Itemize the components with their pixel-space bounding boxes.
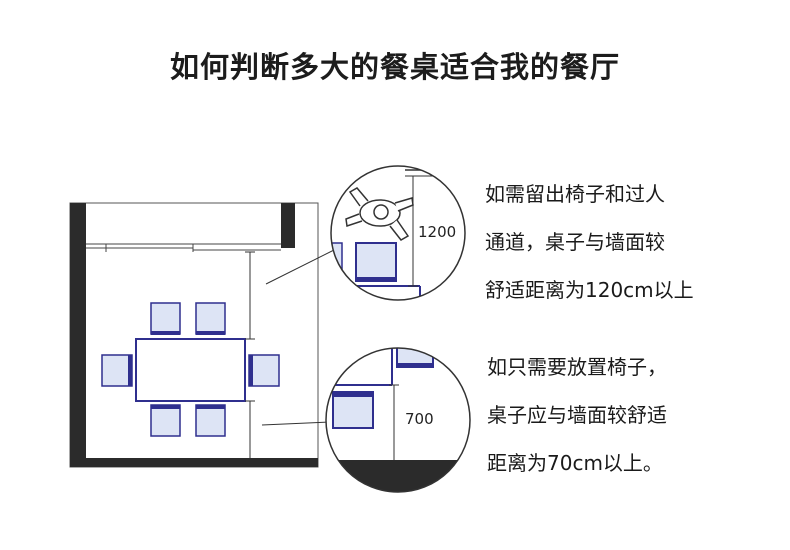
- note-top: 如需留出椅子和过人 通道，桌子与墙面较 舒适距离为120cm以上: [485, 170, 694, 314]
- chair-right: [248, 354, 280, 387]
- chair-top-left: [150, 302, 181, 335]
- chair-top-right: [195, 302, 226, 335]
- dimension-label-bottom: 700: [405, 410, 434, 428]
- note-bottom-line-2: 桌子应与墙面较舒适: [487, 403, 667, 427]
- left-wall: [70, 203, 86, 467]
- note-top-line-3: 舒适距离为120cm以上: [485, 278, 694, 302]
- room-outline: [69, 202, 319, 468]
- leader-line-bottom: [261, 421, 331, 426]
- chair-bottom-right: [195, 404, 226, 437]
- leader-line-top: [265, 248, 337, 285]
- dimension-label-top: 1200: [418, 223, 456, 241]
- callout-circle-top: 1200: [330, 165, 466, 301]
- callout-circle-bottom: 700: [325, 347, 471, 493]
- note-top-line-1: 如需留出椅子和过人: [485, 182, 665, 206]
- person-icon: [345, 187, 414, 241]
- page-title: 如何判断多大的餐桌适合我的餐厅: [169, 50, 620, 84]
- top-right-pillar: [281, 203, 295, 248]
- chair-bottom-left: [150, 404, 181, 437]
- note-top-line-2: 通道，桌子与墙面较: [485, 230, 665, 254]
- bottom-wall: [70, 458, 318, 467]
- note-bottom: 如只需要放置椅子， 桌子应与墙面较舒适 距离为70cm以上。: [487, 343, 667, 487]
- room-plan: [69, 202, 337, 468]
- dining-table: [135, 338, 246, 402]
- note-bottom-line-3: 距离为70cm以上。: [487, 451, 663, 475]
- note-bottom-line-1: 如只需要放置椅子，: [487, 355, 667, 379]
- chair-left: [101, 354, 133, 387]
